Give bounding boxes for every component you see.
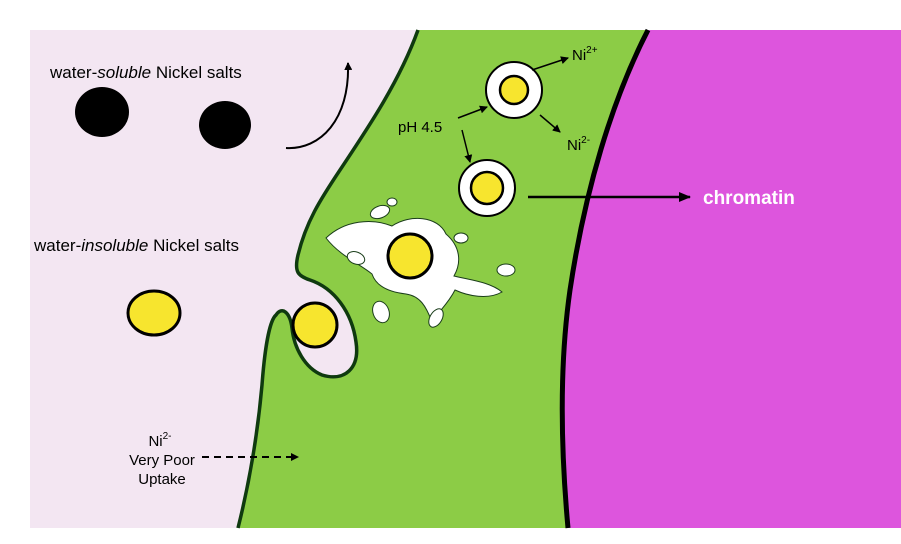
very-poor-label: Very Poor — [129, 452, 195, 469]
chromatin-label: chromatin — [703, 188, 795, 209]
lysosome-middle — [459, 160, 515, 216]
ph-label: pH 4.5 — [398, 119, 442, 136]
lysosome-top — [486, 62, 542, 118]
insoluble-particle-vacuole — [388, 234, 432, 278]
insoluble-particle-extracellular — [128, 291, 180, 335]
soluble-salts-label: water-soluble Nickel salts — [49, 63, 242, 82]
uptake-label: Uptake — [138, 471, 186, 488]
soluble-salt-2 — [199, 101, 251, 149]
insoluble-particle-phagocytosed — [293, 303, 337, 347]
insoluble-salts-label: water-insoluble Nickel salts — [33, 236, 239, 255]
soluble-salt-1 — [75, 87, 129, 137]
